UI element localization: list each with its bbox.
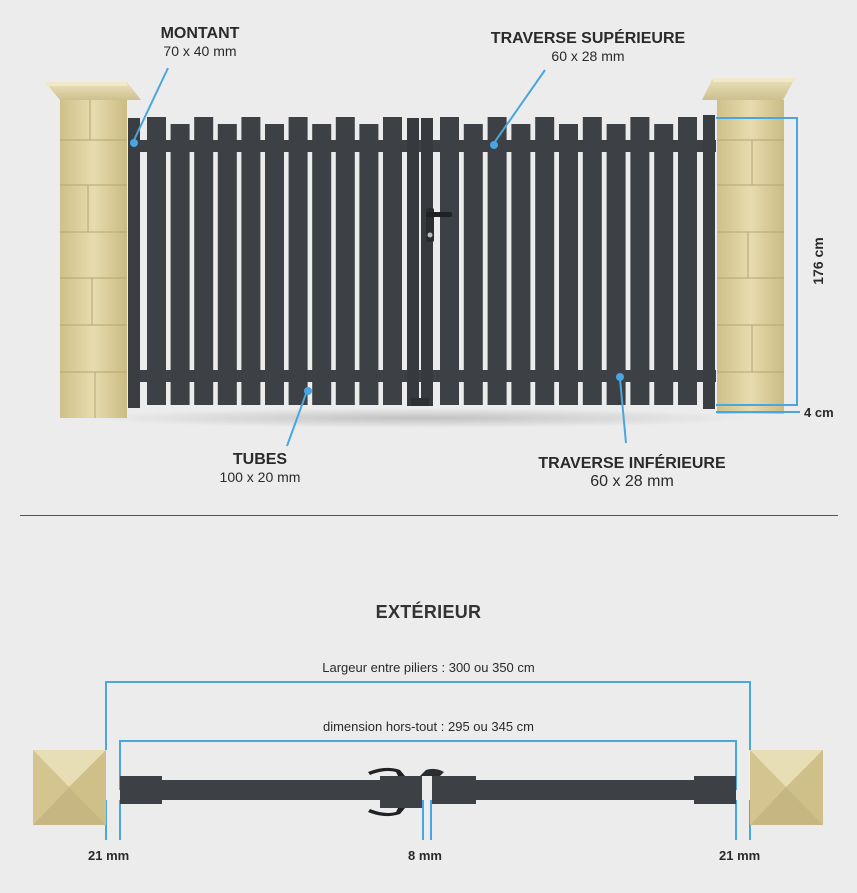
- left-pillar-top: [33, 750, 106, 825]
- tubes-title: TUBES: [232, 451, 288, 468]
- tube: [359, 124, 379, 405]
- height-dimension: 176 cm: [810, 237, 826, 285]
- tube: [463, 124, 483, 405]
- tube: [654, 124, 674, 405]
- leader-dots: [130, 139, 624, 395]
- left-pillar: [45, 82, 141, 418]
- tubes-size: 100 x 20 mm: [219, 469, 301, 486]
- tube: [147, 117, 166, 405]
- vertical-tubes: [147, 117, 697, 405]
- ground-stop: [411, 398, 429, 406]
- tube: [265, 124, 284, 405]
- right-pillar: [702, 78, 795, 414]
- left-post: [128, 118, 140, 408]
- tube: [288, 117, 308, 405]
- tube: [630, 117, 650, 405]
- tube: [559, 124, 578, 405]
- largeur-dimension-line: [105, 681, 751, 750]
- left-gap-label: 21 mm: [88, 848, 130, 863]
- largeur-label: Largeur entre piliers : 300 ou 350 cm: [322, 660, 535, 675]
- traverse-inf-title: TRAVERSE INFÉRIEURE: [538, 455, 726, 472]
- leader-lines: [133, 67, 800, 447]
- traverse-inf-size: 60 x 28 mm: [590, 473, 674, 491]
- tube: [335, 117, 355, 405]
- montant-title: MONTANT: [160, 25, 240, 42]
- hors-tout-dimension-line: [119, 740, 737, 790]
- hors-tout-label: dimension hors-tout : 295 ou 345 cm: [322, 719, 534, 734]
- tube: [383, 117, 402, 405]
- traverse-sup-size: 60 x 28 mm: [551, 48, 625, 65]
- center-post-right: [421, 118, 433, 406]
- label-tubes: TUBES 100 x 20 mm: [200, 451, 320, 485]
- divider: [20, 515, 838, 516]
- tube: [241, 117, 261, 405]
- traverse-sup-title: TRAVERSE SUPÉRIEURE: [490, 30, 686, 47]
- keyhole: [427, 232, 433, 238]
- tube: [312, 124, 332, 405]
- gap-dimension: 4 cm: [804, 405, 834, 420]
- ground-shadow: [90, 408, 750, 428]
- label-traverse-superieure: TRAVERSE SUPÉRIEURE 60 x 28 mm: [458, 30, 718, 64]
- tube: [678, 117, 697, 405]
- handle-lever: [426, 212, 452, 217]
- center-gap-label: 8 mm: [408, 848, 442, 863]
- right-gap-label: 21 mm: [719, 848, 761, 863]
- tube: [582, 117, 602, 405]
- exterior-heading: EXTÉRIEUR: [375, 602, 482, 622]
- tube: [535, 117, 555, 405]
- label-traverse-inferieure: TRAVERSE INFÉRIEURE 60 x 28 mm: [502, 455, 762, 492]
- tube: [511, 124, 531, 405]
- right-post: [703, 115, 715, 409]
- tube: [194, 117, 214, 405]
- label-montant: MONTANT 70 x 40 mm: [140, 25, 260, 59]
- right-pillar-top: [750, 750, 823, 825]
- center-post-left: [407, 118, 419, 406]
- tube: [606, 124, 626, 405]
- gate: [128, 115, 716, 409]
- tube: [440, 117, 459, 405]
- montant-size: 70 x 40 mm: [163, 43, 237, 60]
- tube: [487, 117, 507, 405]
- tube: [217, 124, 237, 405]
- tube: [170, 124, 190, 405]
- plan-view: [33, 681, 823, 840]
